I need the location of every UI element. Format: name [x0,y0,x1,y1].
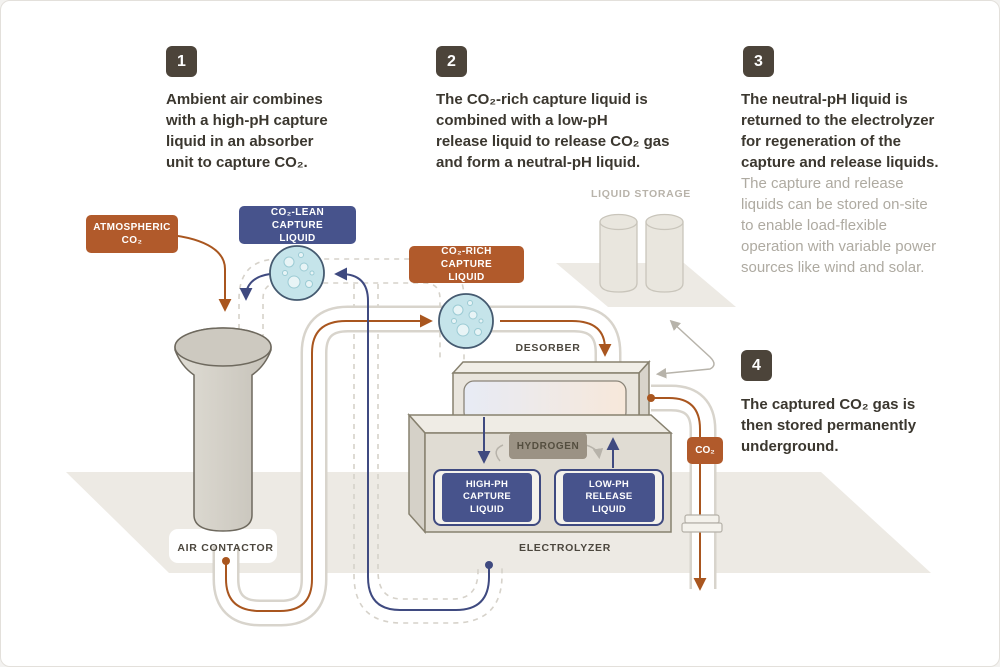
step-2-text: The CO₂-rich capture liquid is combined … [436,91,670,171]
liquid-storage-caption: LIQUID STORAGE [590,188,692,200]
high-ph-label: HIGH-PH CAPTURE LIQUID [442,472,532,523]
low-ph-compartment: LOW-PH RELEASE LIQUID [554,469,664,526]
pipe-flange [681,514,723,533]
air-contactor-caption: AIR CONTACTOR [177,542,274,554]
low-ph-label: LOW-PH RELEASE LIQUID [563,472,655,523]
atmospheric-co2-tag: ATMOSPHERIC CO₂ [86,215,178,253]
desorber-unit [451,360,651,433]
storage-tanks [599,213,684,293]
co2-pipe-tag: CO₂ [687,437,723,464]
step-3-subtext: The capture and release liquids can be s… [741,175,937,276]
step-4-text: The captured CO₂ gas is then stored perm… [741,396,917,455]
electrolyzer-caption: ELECTROLYZER [518,542,612,554]
desorber-caption: DESORBER [515,342,581,354]
co2-rich-tag: CO₂-RICH CAPTURE LIQUID [409,246,524,283]
step-4-badge: 4 [741,350,772,381]
storage-transfer-arrows [495,319,715,462]
step-3-text: The neutral-pH liquid is returned to the… [741,91,939,171]
air-contactor-tower [174,327,272,532]
step-1-text: Ambient air combines with a high-pH capt… [166,91,328,171]
step-3-badge: 3 [743,46,774,77]
dashed-liquid-loop [238,258,503,624]
hydrogen-tag: HYDROGEN [509,433,587,459]
high-ph-compartment: HIGH-PH CAPTURE LIQUID [433,469,541,526]
step-1-badge: 1 [166,46,197,77]
capture-liquid-lines [239,267,620,611]
co2-lean-tag: CO₂-LEAN CAPTURE LIQUID [239,206,356,244]
lean-liquid-droplet [269,245,325,301]
step-2-badge: 2 [436,46,467,77]
rich-liquid-droplet [438,293,494,349]
